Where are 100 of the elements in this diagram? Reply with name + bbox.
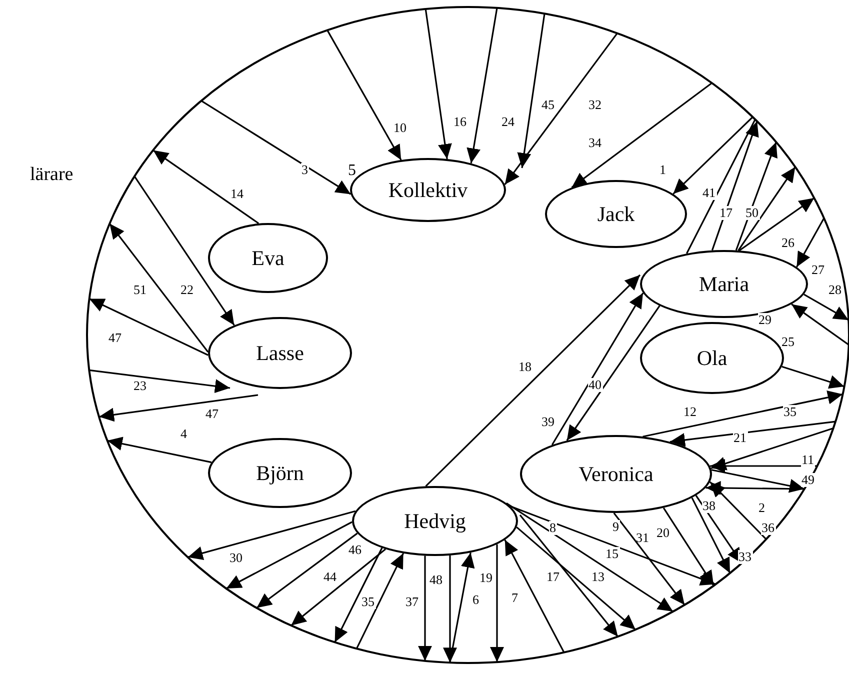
edge-label: 12 <box>682 405 698 419</box>
edge-label: 14 <box>230 187 244 201</box>
edge-label: 8 <box>548 521 557 535</box>
arrow <box>691 497 731 574</box>
arrow <box>566 305 660 441</box>
arrow <box>738 166 796 251</box>
edge-label: 41 <box>702 186 716 200</box>
arrow <box>517 14 546 168</box>
edge-label: 1 <box>658 163 667 177</box>
arrow <box>443 555 457 663</box>
edge-label: 46 <box>348 543 362 557</box>
number-label: 5 <box>348 162 356 180</box>
arrow <box>134 176 235 326</box>
edge-label: 9 <box>612 520 620 534</box>
edge-label: 16 <box>452 115 468 129</box>
arrow <box>613 512 686 606</box>
arrow <box>782 366 845 389</box>
arrow <box>107 436 212 464</box>
edge-label: 47 <box>108 331 122 345</box>
arrow <box>200 100 352 195</box>
arrow <box>256 532 358 609</box>
edge-label: 35 <box>782 405 798 419</box>
edge-label: 26 <box>780 236 796 250</box>
arrow <box>738 197 815 252</box>
edge-label: 36 <box>760 521 776 535</box>
edge-label: 17 <box>546 570 560 584</box>
edge-label: 37 <box>404 595 420 609</box>
arrow <box>490 544 504 662</box>
arrow <box>662 507 714 586</box>
arrow <box>326 30 402 160</box>
edge-label: 29 <box>758 313 772 327</box>
arrow <box>735 142 778 251</box>
edge-label: 48 <box>428 573 444 587</box>
edge-label: 17 <box>718 206 734 220</box>
arrow <box>504 32 618 185</box>
edge-label: 51 <box>132 283 148 297</box>
edge-label: 18 <box>518 360 532 374</box>
edge-label: 23 <box>132 379 148 393</box>
edge-label: 34 <box>588 136 602 150</box>
arrow <box>670 420 836 447</box>
name-ellipse: Björn <box>208 438 352 508</box>
edge-label: 32 <box>588 98 602 112</box>
edge-label: 20 <box>656 526 670 540</box>
edge-label: 40 <box>588 378 602 392</box>
edge-label: 45 <box>540 98 556 112</box>
edge-label: 4 <box>180 427 188 441</box>
arrow <box>506 502 674 612</box>
arrow <box>152 150 260 224</box>
edge-label: 49 <box>800 473 816 487</box>
arrow <box>89 369 230 394</box>
edge-label: 15 <box>604 547 620 561</box>
edge-label: 50 <box>744 206 760 220</box>
edge-label: 30 <box>228 551 244 565</box>
edge-label: 47 <box>204 407 220 421</box>
edge-label: 11 <box>800 453 816 467</box>
arrow <box>551 292 644 446</box>
arrow <box>711 121 759 251</box>
arrow <box>188 510 356 560</box>
arrow <box>226 521 352 590</box>
arrow <box>425 274 641 487</box>
arrow <box>418 556 432 661</box>
edge-label: 2 <box>758 501 766 515</box>
arrow <box>672 116 754 194</box>
edge-label: 13 <box>590 570 606 584</box>
arrow <box>709 481 767 540</box>
edge-label: 44 <box>322 570 338 584</box>
edge-label: 38 <box>702 499 716 513</box>
name-ellipse: Lasse <box>208 317 352 389</box>
arrow <box>804 294 849 321</box>
edge-label: 39 <box>540 415 556 429</box>
connector-line <box>686 119 756 254</box>
edge-label: 6 <box>472 593 480 607</box>
arrow <box>706 480 804 495</box>
edge-label: 7 <box>510 591 519 605</box>
edge-label: 24 <box>500 115 516 129</box>
arrow <box>519 514 619 638</box>
name-ellipse: Eva <box>208 223 328 293</box>
edge-label: 3 <box>300 163 309 177</box>
arrow <box>711 469 805 493</box>
arrow <box>642 390 843 438</box>
arrow <box>98 394 258 422</box>
edge-label: 35 <box>360 595 376 609</box>
name-ellipse: Jack <box>545 180 687 248</box>
edge-number: 31 <box>636 530 649 546</box>
arrow <box>290 548 386 626</box>
edge-label: 22 <box>180 283 194 297</box>
edge-label: 28 <box>828 283 842 297</box>
arrow <box>108 223 209 352</box>
arrow <box>356 552 404 650</box>
edge-label: 27 <box>810 263 826 277</box>
edge-label: 10 <box>392 121 408 135</box>
arrow <box>504 540 565 653</box>
arrow <box>710 427 834 470</box>
arrow <box>571 82 712 188</box>
edge-label: 21 <box>732 431 748 445</box>
arrow <box>466 8 498 164</box>
edge-label: 25 <box>780 335 796 349</box>
arrow <box>334 548 383 643</box>
arrow <box>796 218 825 268</box>
edge-label: 33 <box>738 550 752 564</box>
